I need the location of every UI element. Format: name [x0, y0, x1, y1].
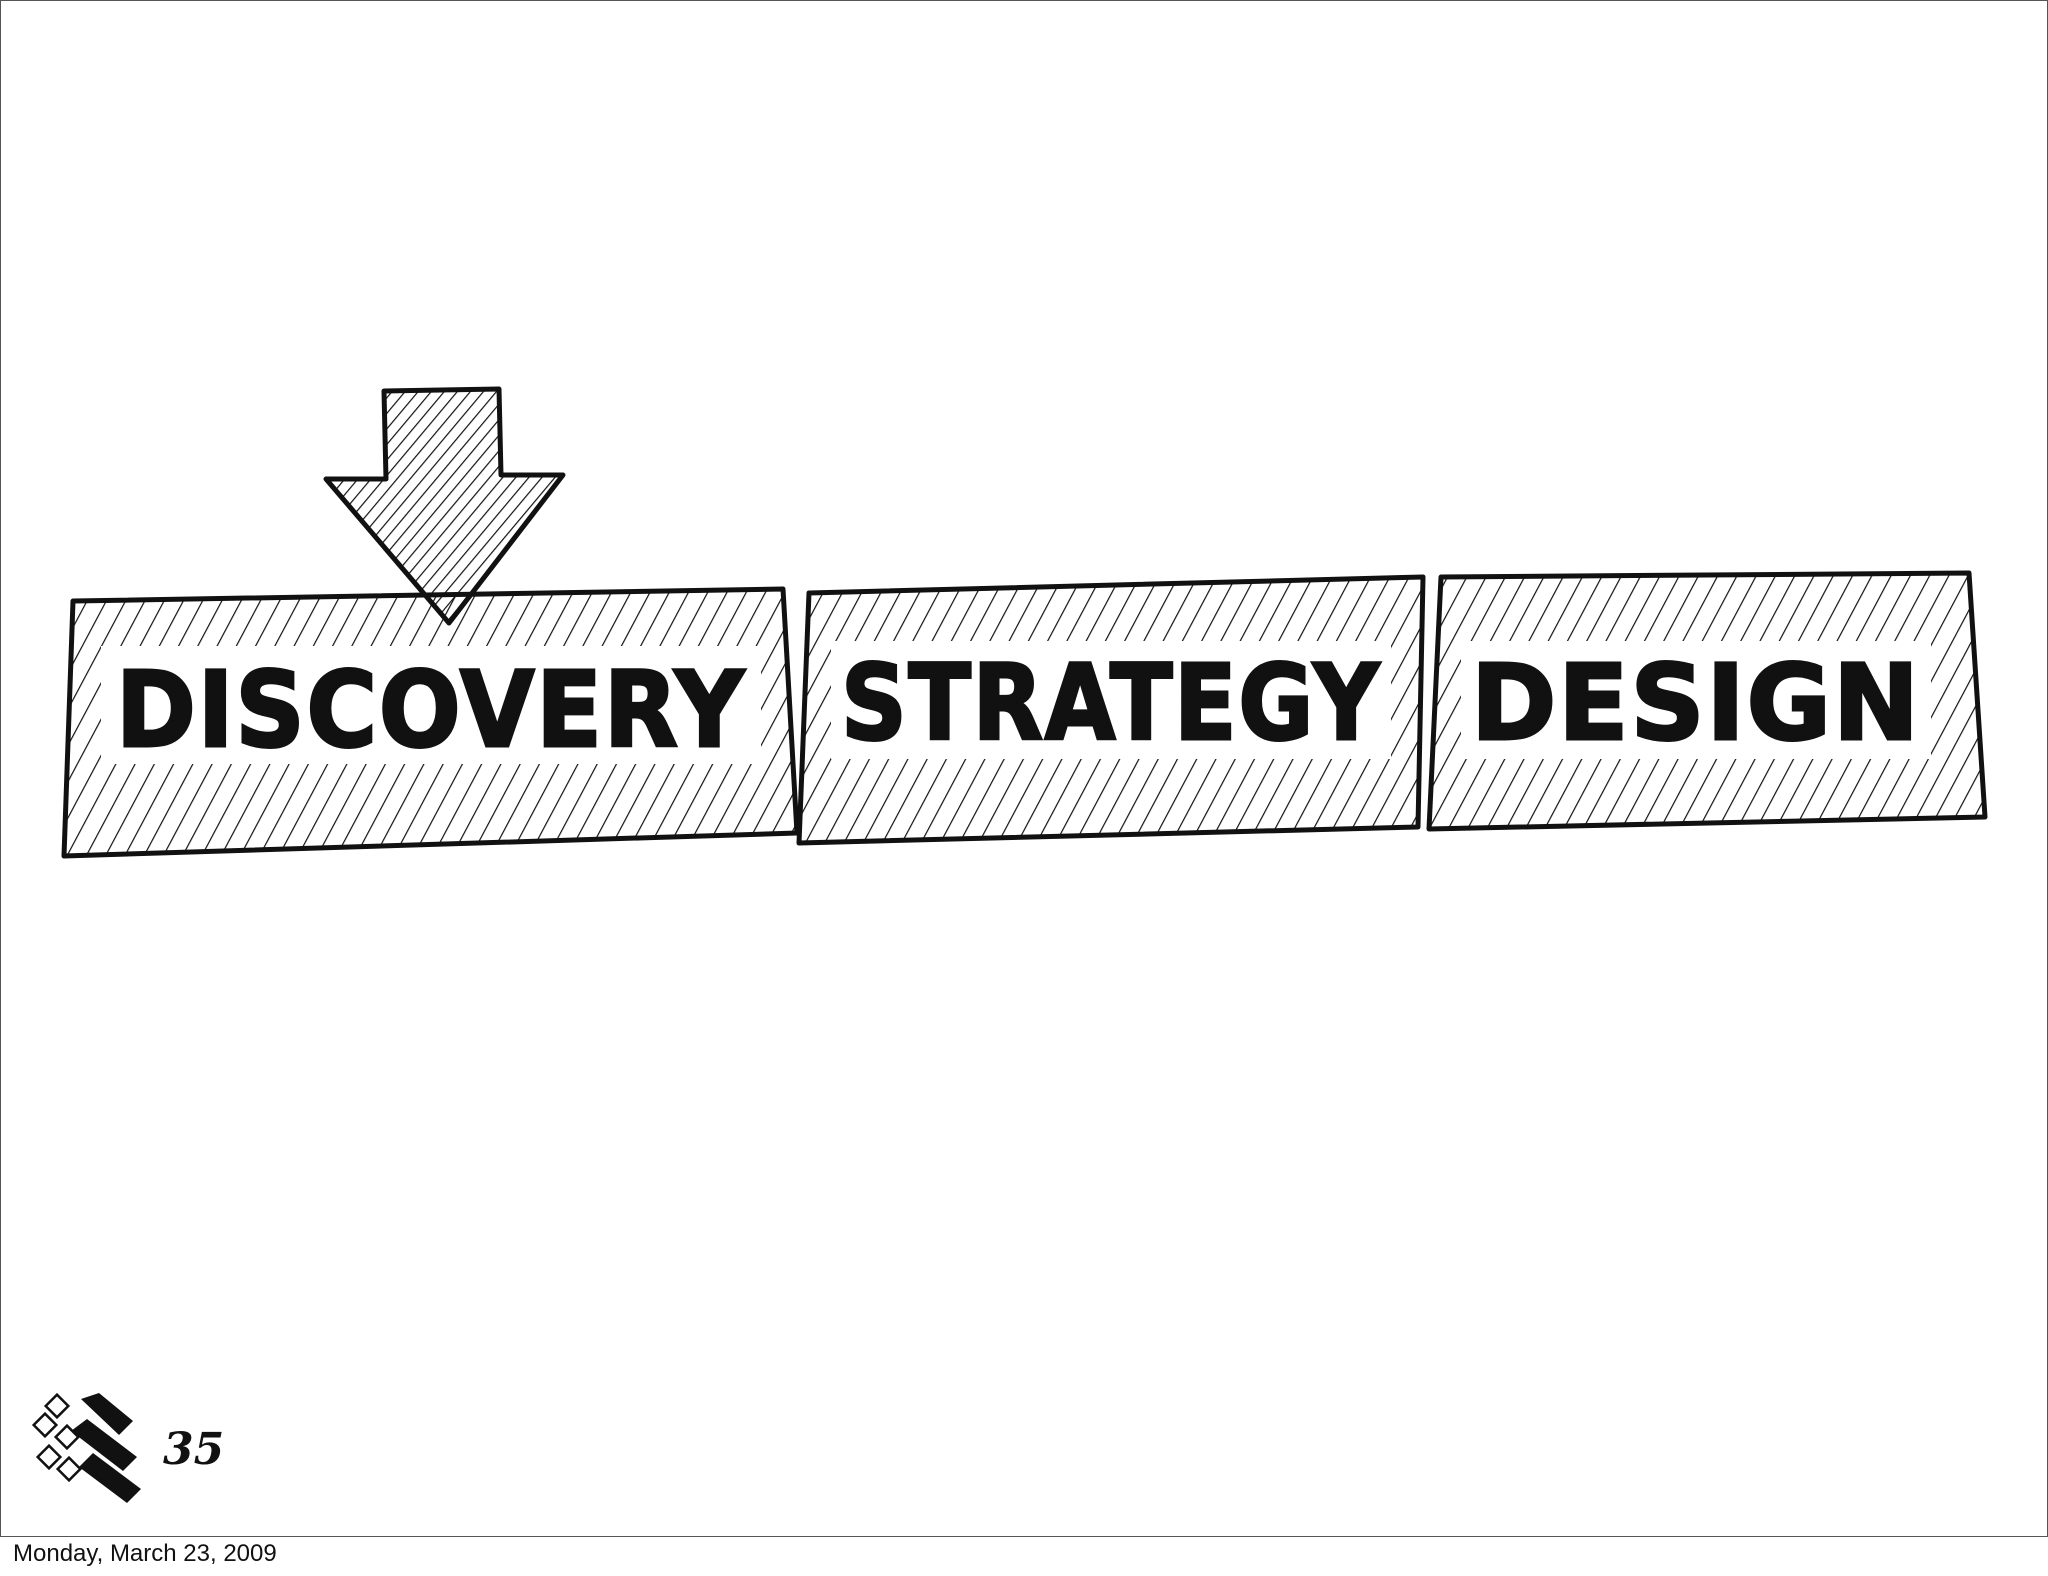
- stage-design: DESIGN: [1426, 570, 1988, 832]
- stage-discovery: DISCOVERY: [61, 586, 800, 859]
- stage-design-label: DESIGN: [1471, 642, 1921, 764]
- tiles-logo-icon: [31, 1392, 141, 1503]
- stage-design-label-backing: [1461, 641, 1931, 759]
- process-diagram: DISCOVERY STRATEGY DESIGN 35: [31, 386, 1988, 1503]
- down-arrow-icon: [323, 386, 566, 626]
- slide: DISCOVERY STRATEGY DESIGN 35: [0, 0, 2048, 1537]
- footer-date: Monday, March 23, 2009: [13, 1540, 277, 1567]
- stage-strategy-label: STRATEGY: [841, 642, 1381, 764]
- stage-strategy: STRATEGY: [796, 574, 1426, 846]
- stage-discovery-label-backing: [101, 646, 761, 764]
- stage-discovery-label: DISCOVERY: [116, 649, 746, 771]
- stage-strategy-label-backing: [831, 641, 1391, 759]
- page-number: 35: [163, 1424, 224, 1475]
